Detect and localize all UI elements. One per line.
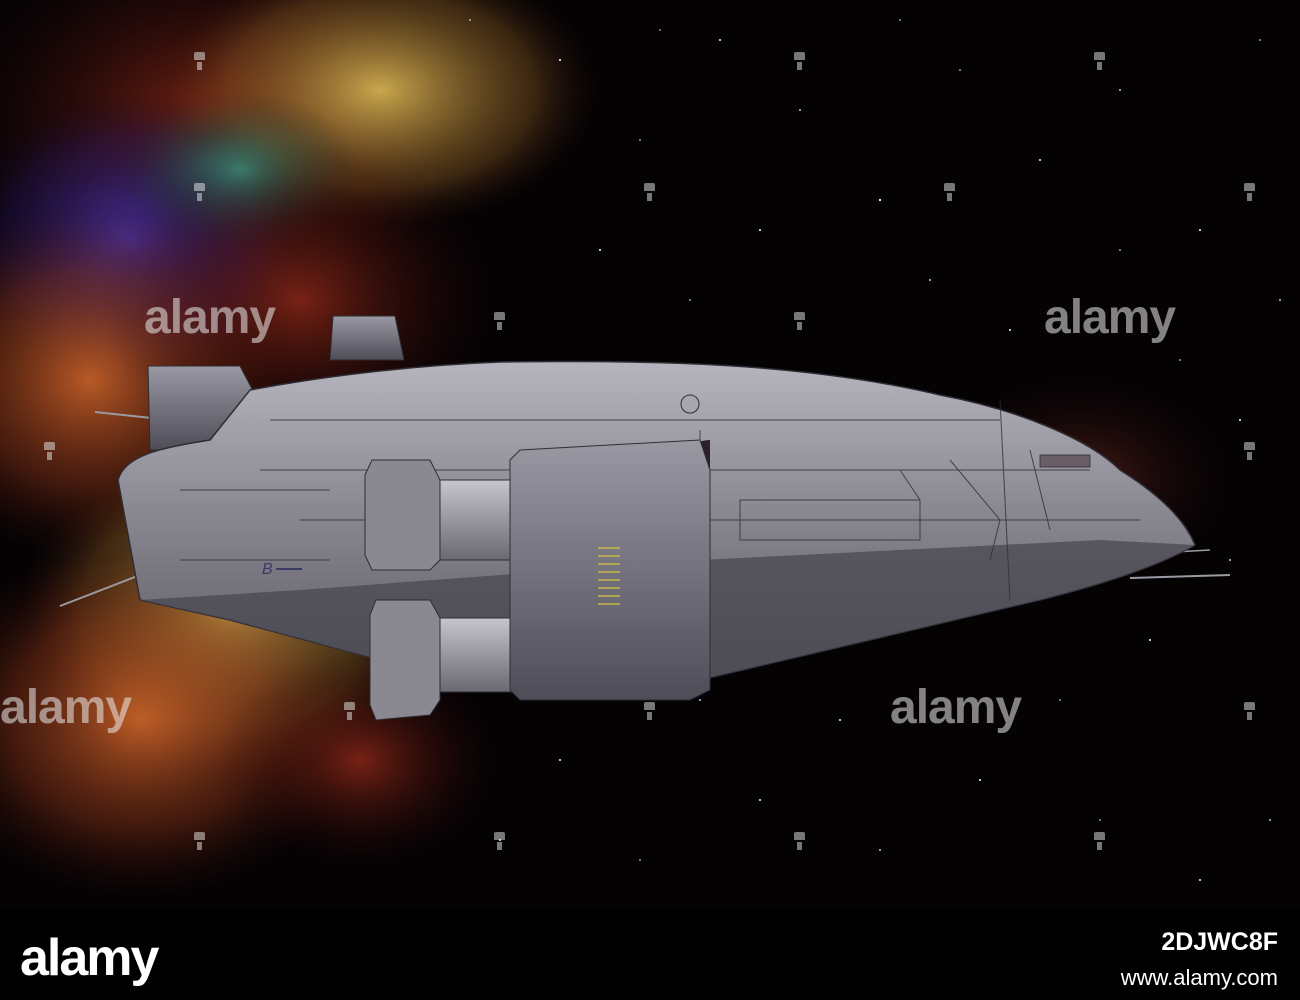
watermark-pin-icon — [1244, 183, 1255, 201]
watermark-text: alamy — [144, 291, 276, 344]
image-info: 2DJWC8F www.alamy.com — [1121, 928, 1278, 991]
watermark-pin-icon — [494, 312, 505, 330]
watermark-pin-icon — [194, 52, 205, 70]
alamy-logo: alamy — [20, 929, 159, 987]
watermark-pin-icon — [344, 702, 355, 720]
watermark-text: alamy — [890, 681, 1022, 734]
starfield-illustration — [469, 19, 1281, 881]
watermark-pin-icon — [794, 832, 805, 850]
watermark-text: alamy — [1044, 291, 1176, 344]
watermark-pin-icon — [494, 832, 505, 850]
spaceship-illustration: B — [59, 315, 1231, 721]
footer-bar: alamy 2DJWC8F www.alamy.com — [0, 910, 1300, 1000]
site-url: www.alamy.com — [1120, 965, 1278, 990]
scene-artwork: B — [0, 0, 1281, 900]
watermark-pin-icon — [194, 832, 205, 850]
watermark-pin-icon — [794, 312, 805, 330]
watermark-pin-icon — [794, 52, 805, 70]
watermark-pin-icon — [194, 183, 205, 201]
watermark-pin-icon — [1244, 442, 1255, 460]
watermark-text: alamy — [0, 681, 132, 734]
watermark-pin-icon — [644, 183, 655, 201]
image-id: 2DJWC8F — [1161, 928, 1278, 956]
hull-marking: B — [262, 561, 273, 578]
watermark-pin-icon — [1244, 702, 1255, 720]
space-scene: B — [0, 0, 1281, 900]
watermark-pin-icon — [44, 442, 55, 460]
watermark-pin-icon — [1094, 832, 1105, 850]
watermark-pin-icon — [644, 702, 655, 720]
watermark-pin-icon — [1094, 52, 1105, 70]
watermark-pin-icon — [944, 183, 955, 201]
